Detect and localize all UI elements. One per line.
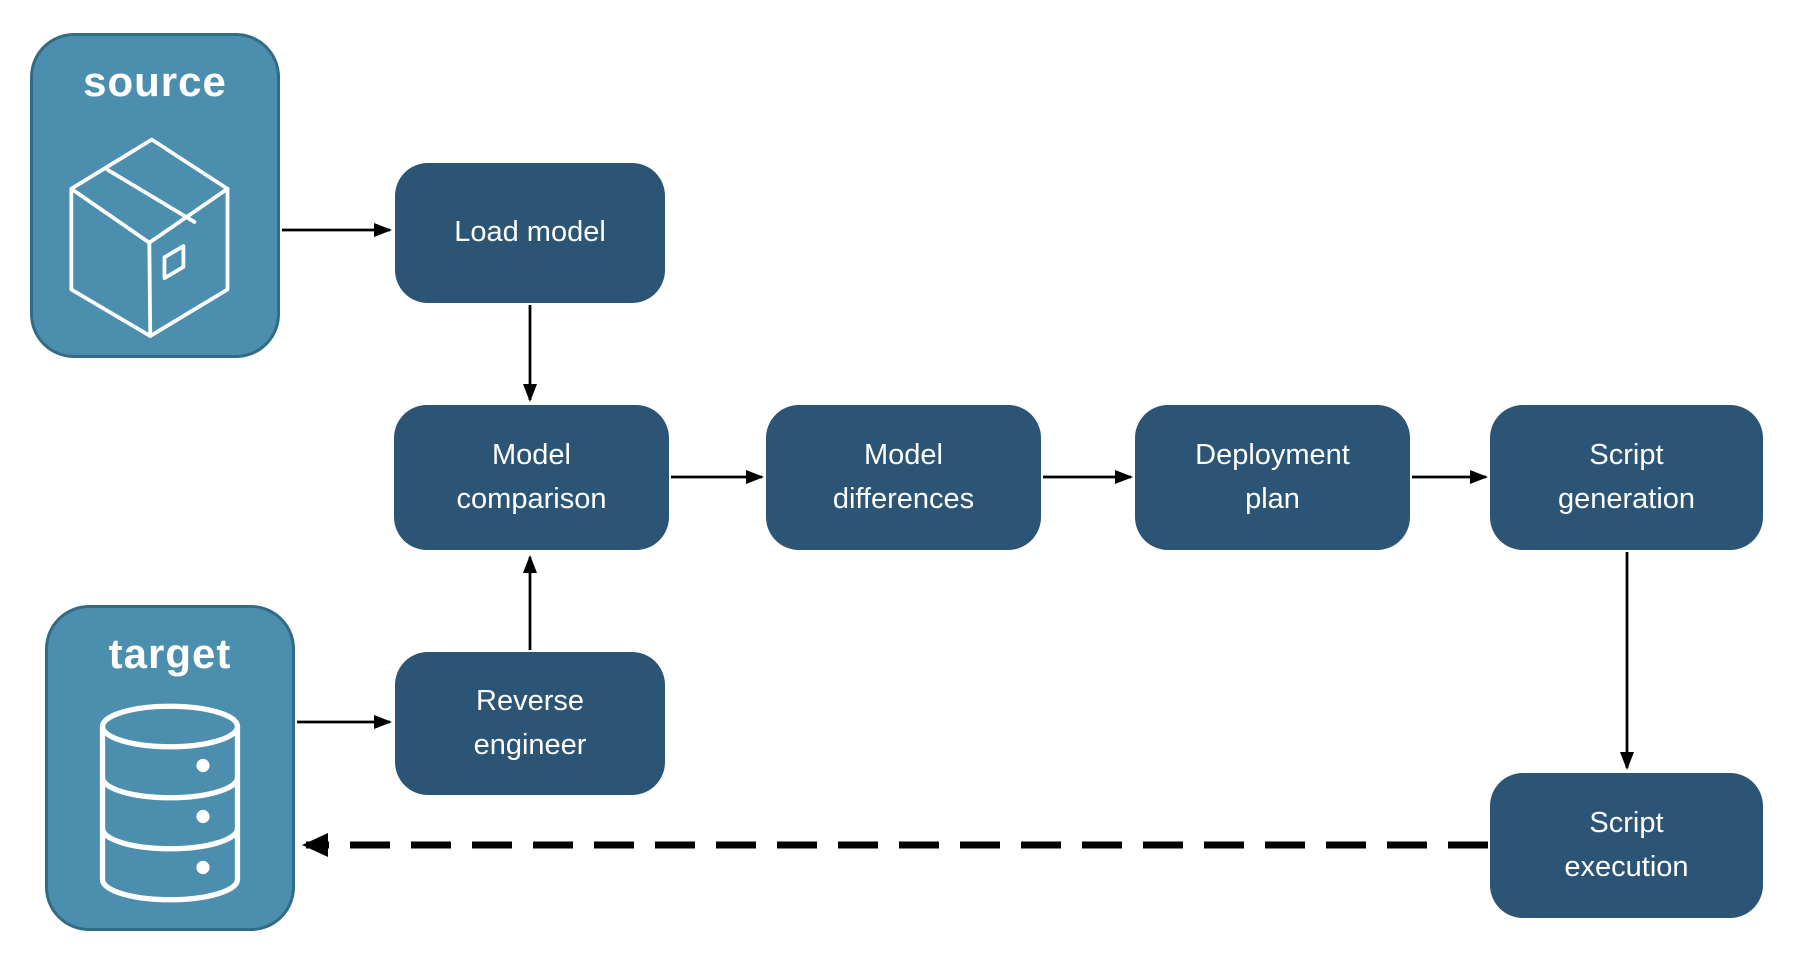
step-label-script-execution: Script execution xyxy=(1564,807,1689,883)
node-model-comparison: Model comparison xyxy=(394,405,669,550)
database-icon xyxy=(99,703,241,903)
step-label-load-model: Load model xyxy=(454,216,606,249)
node-source: source xyxy=(30,33,280,358)
node-deployment-plan: Deployment plan xyxy=(1135,405,1410,550)
step-label-model-comparison: Model comparison xyxy=(456,439,607,515)
node-model-differences: Model differences xyxy=(766,405,1041,550)
step-label-model-differences: Model differences xyxy=(832,439,975,515)
node-target: target xyxy=(45,605,295,931)
step-label-deployment-plan: Deployment plan xyxy=(1195,439,1350,515)
step-label-script-generation: Script generation xyxy=(1557,439,1696,515)
node-reverse-engineer: Reverse engineer xyxy=(395,652,665,795)
source-label: source xyxy=(83,58,227,105)
node-script-generation: Script generation xyxy=(1490,405,1763,550)
step-label-reverse-engineer: Reverse engineer xyxy=(473,685,587,761)
package-icon xyxy=(69,137,230,338)
node-load-model: Load model xyxy=(395,163,665,303)
node-script-execution: Script execution xyxy=(1490,773,1763,918)
target-label: target xyxy=(108,630,232,677)
